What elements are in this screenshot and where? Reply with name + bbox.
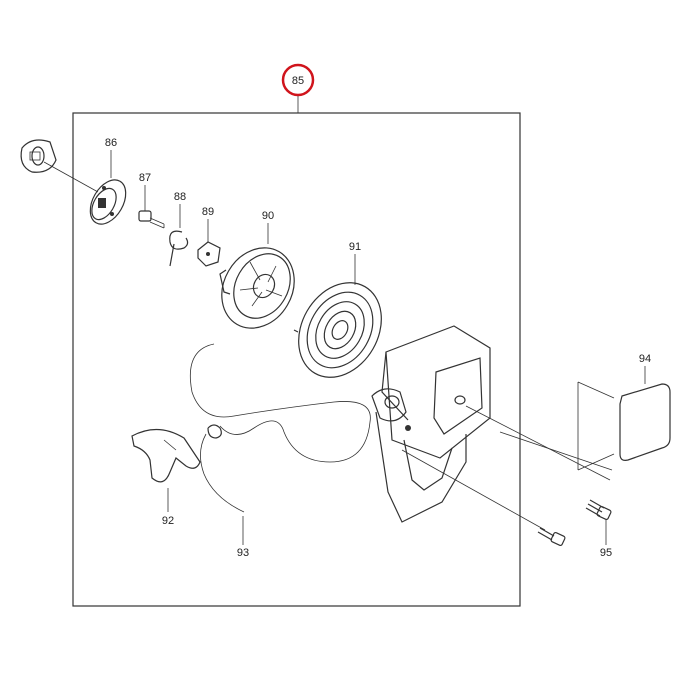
- part-90[interactable]: 90: [208, 210, 309, 341]
- part-94[interactable]: 94: [577, 353, 671, 471]
- label-87: 87: [139, 172, 151, 184]
- label-86: 86: [105, 137, 117, 149]
- label-85: 85: [292, 75, 304, 87]
- label-90: 90: [262, 210, 274, 222]
- part-87[interactable]: 87: [138, 172, 165, 229]
- part-86[interactable]: 86: [83, 137, 133, 230]
- part-91[interactable]: 91: [282, 241, 398, 392]
- assembly-85-callout[interactable]: 85: [281, 63, 315, 113]
- assembly-highlight-circle: [281, 63, 315, 97]
- assembly-box: [72, 112, 521, 607]
- label-92: 92: [162, 515, 174, 527]
- starter-housing: [371, 325, 613, 531]
- part-93[interactable]: 93: [189, 343, 371, 559]
- part-95[interactable]: 95: [537, 499, 612, 559]
- label-88: 88: [174, 191, 186, 203]
- crankshaft-stub: [20, 139, 99, 193]
- part-88[interactable]: 88: [169, 191, 189, 267]
- label-91: 91: [349, 241, 361, 253]
- part-89[interactable]: 89: [197, 206, 221, 267]
- label-89: 89: [202, 206, 214, 218]
- label-93: 93: [237, 547, 249, 559]
- label-95: 95: [600, 547, 612, 559]
- part-92[interactable]: 92: [131, 428, 201, 527]
- label-94: 94: [639, 353, 651, 365]
